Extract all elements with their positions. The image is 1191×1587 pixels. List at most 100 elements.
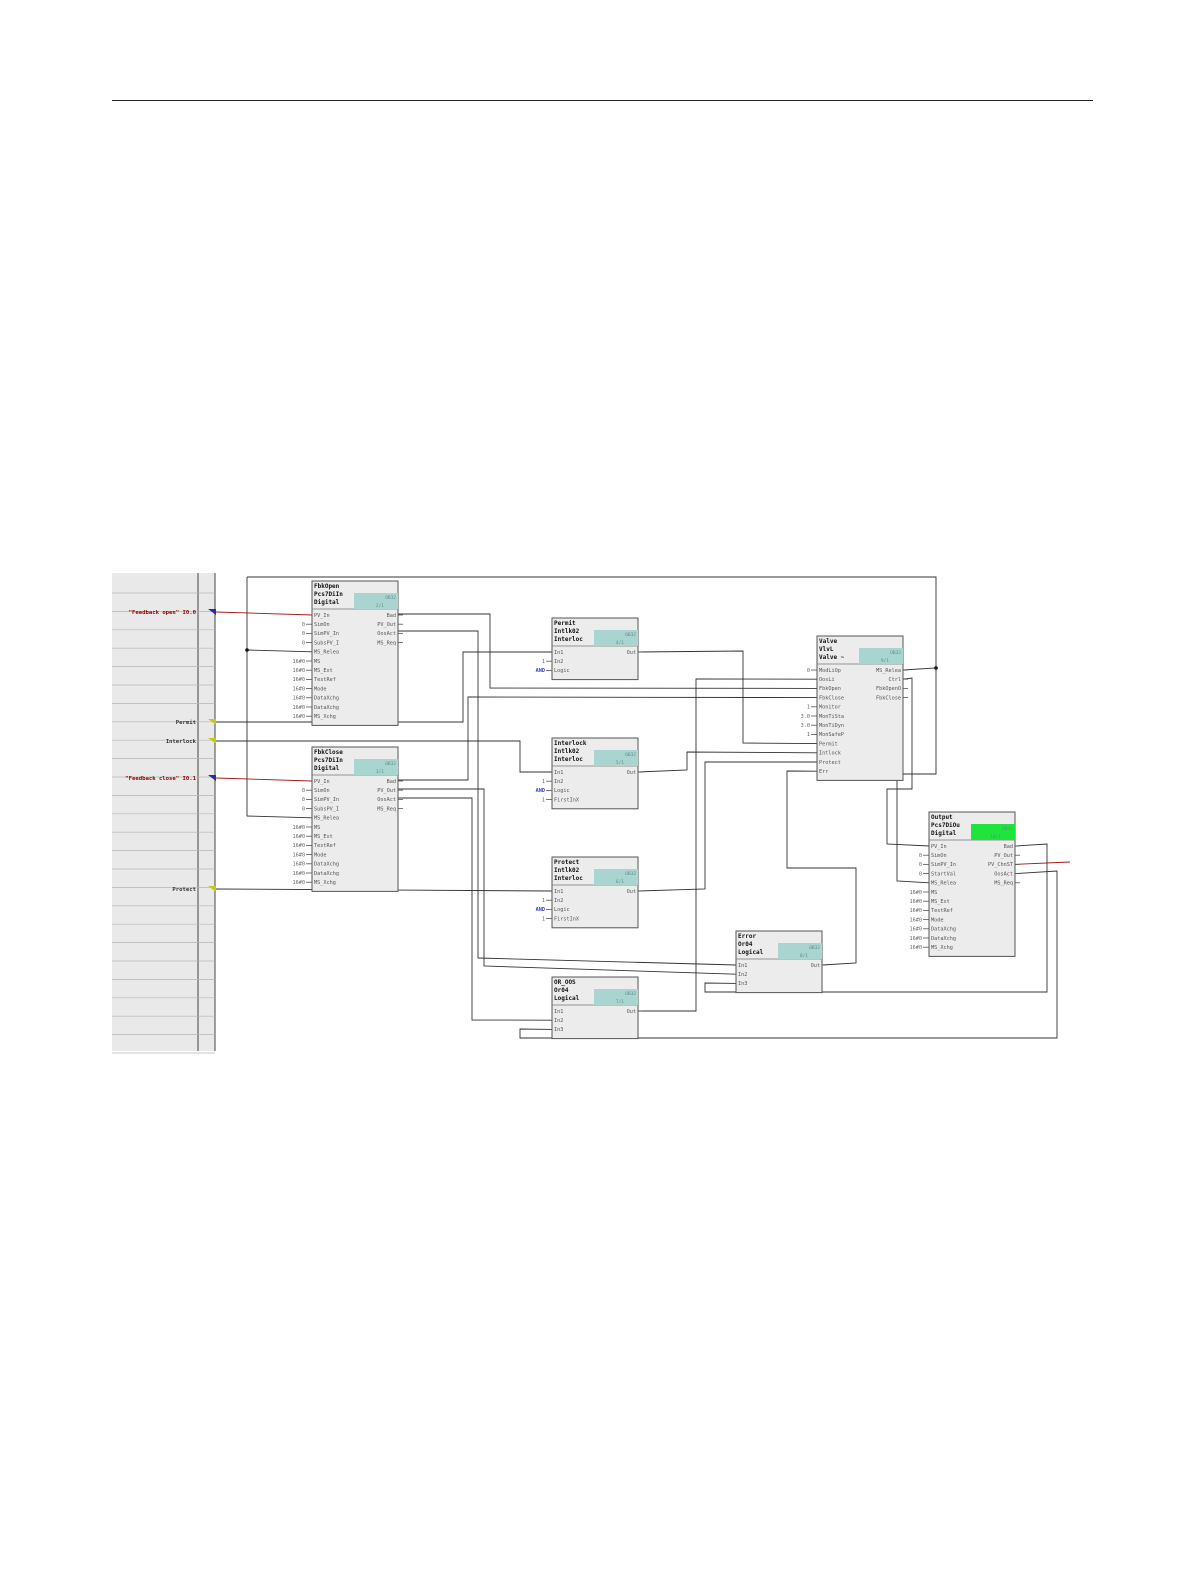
wire <box>638 678 818 1012</box>
wire <box>637 650 818 745</box>
block-badge-seq: 5/1 <box>616 760 624 766</box>
input-pin-label: Logic <box>554 668 570 674</box>
block-protect[interactable]: ProtectIntlk02InterlocOB326/1In1In21Logi… <box>536 856 643 929</box>
block-fbkopen[interactable]: FbkOpenPcs7DiInDigitalOB322/1PV_InSimOn0… <box>293 580 404 726</box>
input-value: 16#0 <box>293 843 306 849</box>
signal-label[interactable]: "Feedback close" I0.1 <box>125 776 196 782</box>
block-output[interactable]: OutputPcs7DiOuDigitalOB3210/1PV_InSimOn0… <box>910 811 1021 957</box>
input-pin-label: Permit <box>819 741 838 747</box>
input-pin-label: PV_In <box>314 613 330 619</box>
junction-dot <box>245 648 249 652</box>
input-pin-label: Mode <box>931 917 944 923</box>
output-pin-label: MS_Req <box>377 640 396 646</box>
input-pin-label: MS <box>931 890 937 896</box>
block-title-line: Error <box>738 933 756 940</box>
signal-connector-icon[interactable] <box>208 775 216 781</box>
wires <box>215 576 1071 1039</box>
signal-connector-icon[interactable] <box>208 609 216 615</box>
input-value: AND <box>536 788 545 794</box>
input-value: 0 <box>302 797 305 803</box>
input-value: 16#0 <box>293 686 306 692</box>
output-pin-label: Bad <box>1004 844 1013 850</box>
input-value: 1 <box>542 797 545 803</box>
signal-label[interactable]: "Feedback open" I0.0 <box>129 610 197 616</box>
block-fbkclose[interactable]: FbkClosePcs7DiInDigitalOB323/1PV_InSimOn… <box>293 746 404 892</box>
block-badge-ob: OB32 <box>625 632 636 638</box>
output-pin-label: PV_Out <box>994 853 1013 859</box>
block-badge <box>859 648 903 664</box>
input-pin-label: MS <box>314 825 320 831</box>
input-pin-label: Intlock <box>819 751 842 757</box>
input-value: 1 <box>807 705 810 711</box>
output-pin-label: MS_Req <box>377 806 396 812</box>
input-pin-label: In2 <box>554 1018 563 1024</box>
input-pin-label: Monitor <box>819 705 841 711</box>
wire <box>215 777 313 782</box>
wire <box>637 761 817 892</box>
signal-connector-icon[interactable] <box>208 886 216 892</box>
input-pin-label: ModLiOp <box>819 668 841 674</box>
block-title-line: Intlk02 <box>554 628 580 635</box>
block-badge-ob: OB32 <box>1002 826 1013 832</box>
input-pin-label: SubsPV_I <box>314 806 339 812</box>
input-pin-label: MS_Relea <box>314 816 339 822</box>
block-title-line: Output <box>931 814 953 821</box>
input-value: 0 <box>302 622 305 628</box>
block-interlock[interactable]: InterlockIntlk02InterlocOB325/1In1In21Lo… <box>536 737 643 810</box>
signal-connector-icon[interactable] <box>208 738 216 744</box>
wire <box>398 630 737 966</box>
wire <box>637 751 818 773</box>
block-title-line: Permit <box>554 620 576 627</box>
wire <box>1014 861 1071 865</box>
wire <box>398 613 818 689</box>
input-value: 0 <box>919 862 922 868</box>
input-pin-label: In1 <box>554 889 563 895</box>
block-title-line: OR_OOS <box>554 979 576 986</box>
input-pin-label: TestRef <box>314 843 336 849</box>
input-pin-label: Mode <box>314 686 327 692</box>
block-body[interactable] <box>551 737 639 810</box>
input-value: 0 <box>302 640 305 646</box>
input-value: 0 <box>919 853 922 859</box>
input-pin-label: TestRef <box>314 677 336 683</box>
input-pin-label: In1 <box>554 1009 563 1015</box>
block-title-line: Digital <box>314 599 340 606</box>
block-badge <box>354 593 398 609</box>
block-body[interactable] <box>551 976 639 1040</box>
block-title-line: Logical <box>738 949 764 956</box>
wire <box>246 577 313 819</box>
input-value: AND <box>536 907 545 913</box>
input-pin-label: FbkClose <box>819 695 844 701</box>
wire <box>786 770 857 966</box>
block-body[interactable] <box>735 930 823 994</box>
signal-connector-icon[interactable] <box>208 719 216 725</box>
signal-label[interactable]: Protect <box>172 887 196 893</box>
block-badge-ob: OB32 <box>809 945 820 951</box>
block-body[interactable] <box>551 617 639 681</box>
block-permit[interactable]: PermitIntlk02InterlocOB324/1In1In21Logic… <box>536 617 643 681</box>
input-pin-label: In2 <box>554 898 563 904</box>
input-value: 3.0 <box>801 714 810 720</box>
wire <box>247 576 937 671</box>
input-value: 0 <box>919 871 922 877</box>
block-title-line: Interlock <box>554 740 587 747</box>
signal-label[interactable]: Permit <box>176 720 196 726</box>
signal-label[interactable]: Interlock <box>166 739 197 745</box>
block-body[interactable] <box>551 856 639 929</box>
wire <box>216 740 552 773</box>
input-pin-label: DataXchg <box>314 871 339 877</box>
input-pin-label: SimPV_In <box>314 797 339 803</box>
block-title-line: Valve <box>819 638 837 645</box>
output-pin-label: OosAct <box>377 797 396 803</box>
input-pin-label: DataXchg <box>314 705 339 711</box>
output-pin-label: Bad <box>387 779 396 785</box>
input-value: 16#0 <box>910 899 923 905</box>
output-pin-label: MS_Relea <box>876 668 901 674</box>
input-value: 0 <box>302 806 305 812</box>
block-title-line: FbkOpen <box>314 583 340 590</box>
block-badge-seq: 7/1 <box>616 999 624 1005</box>
